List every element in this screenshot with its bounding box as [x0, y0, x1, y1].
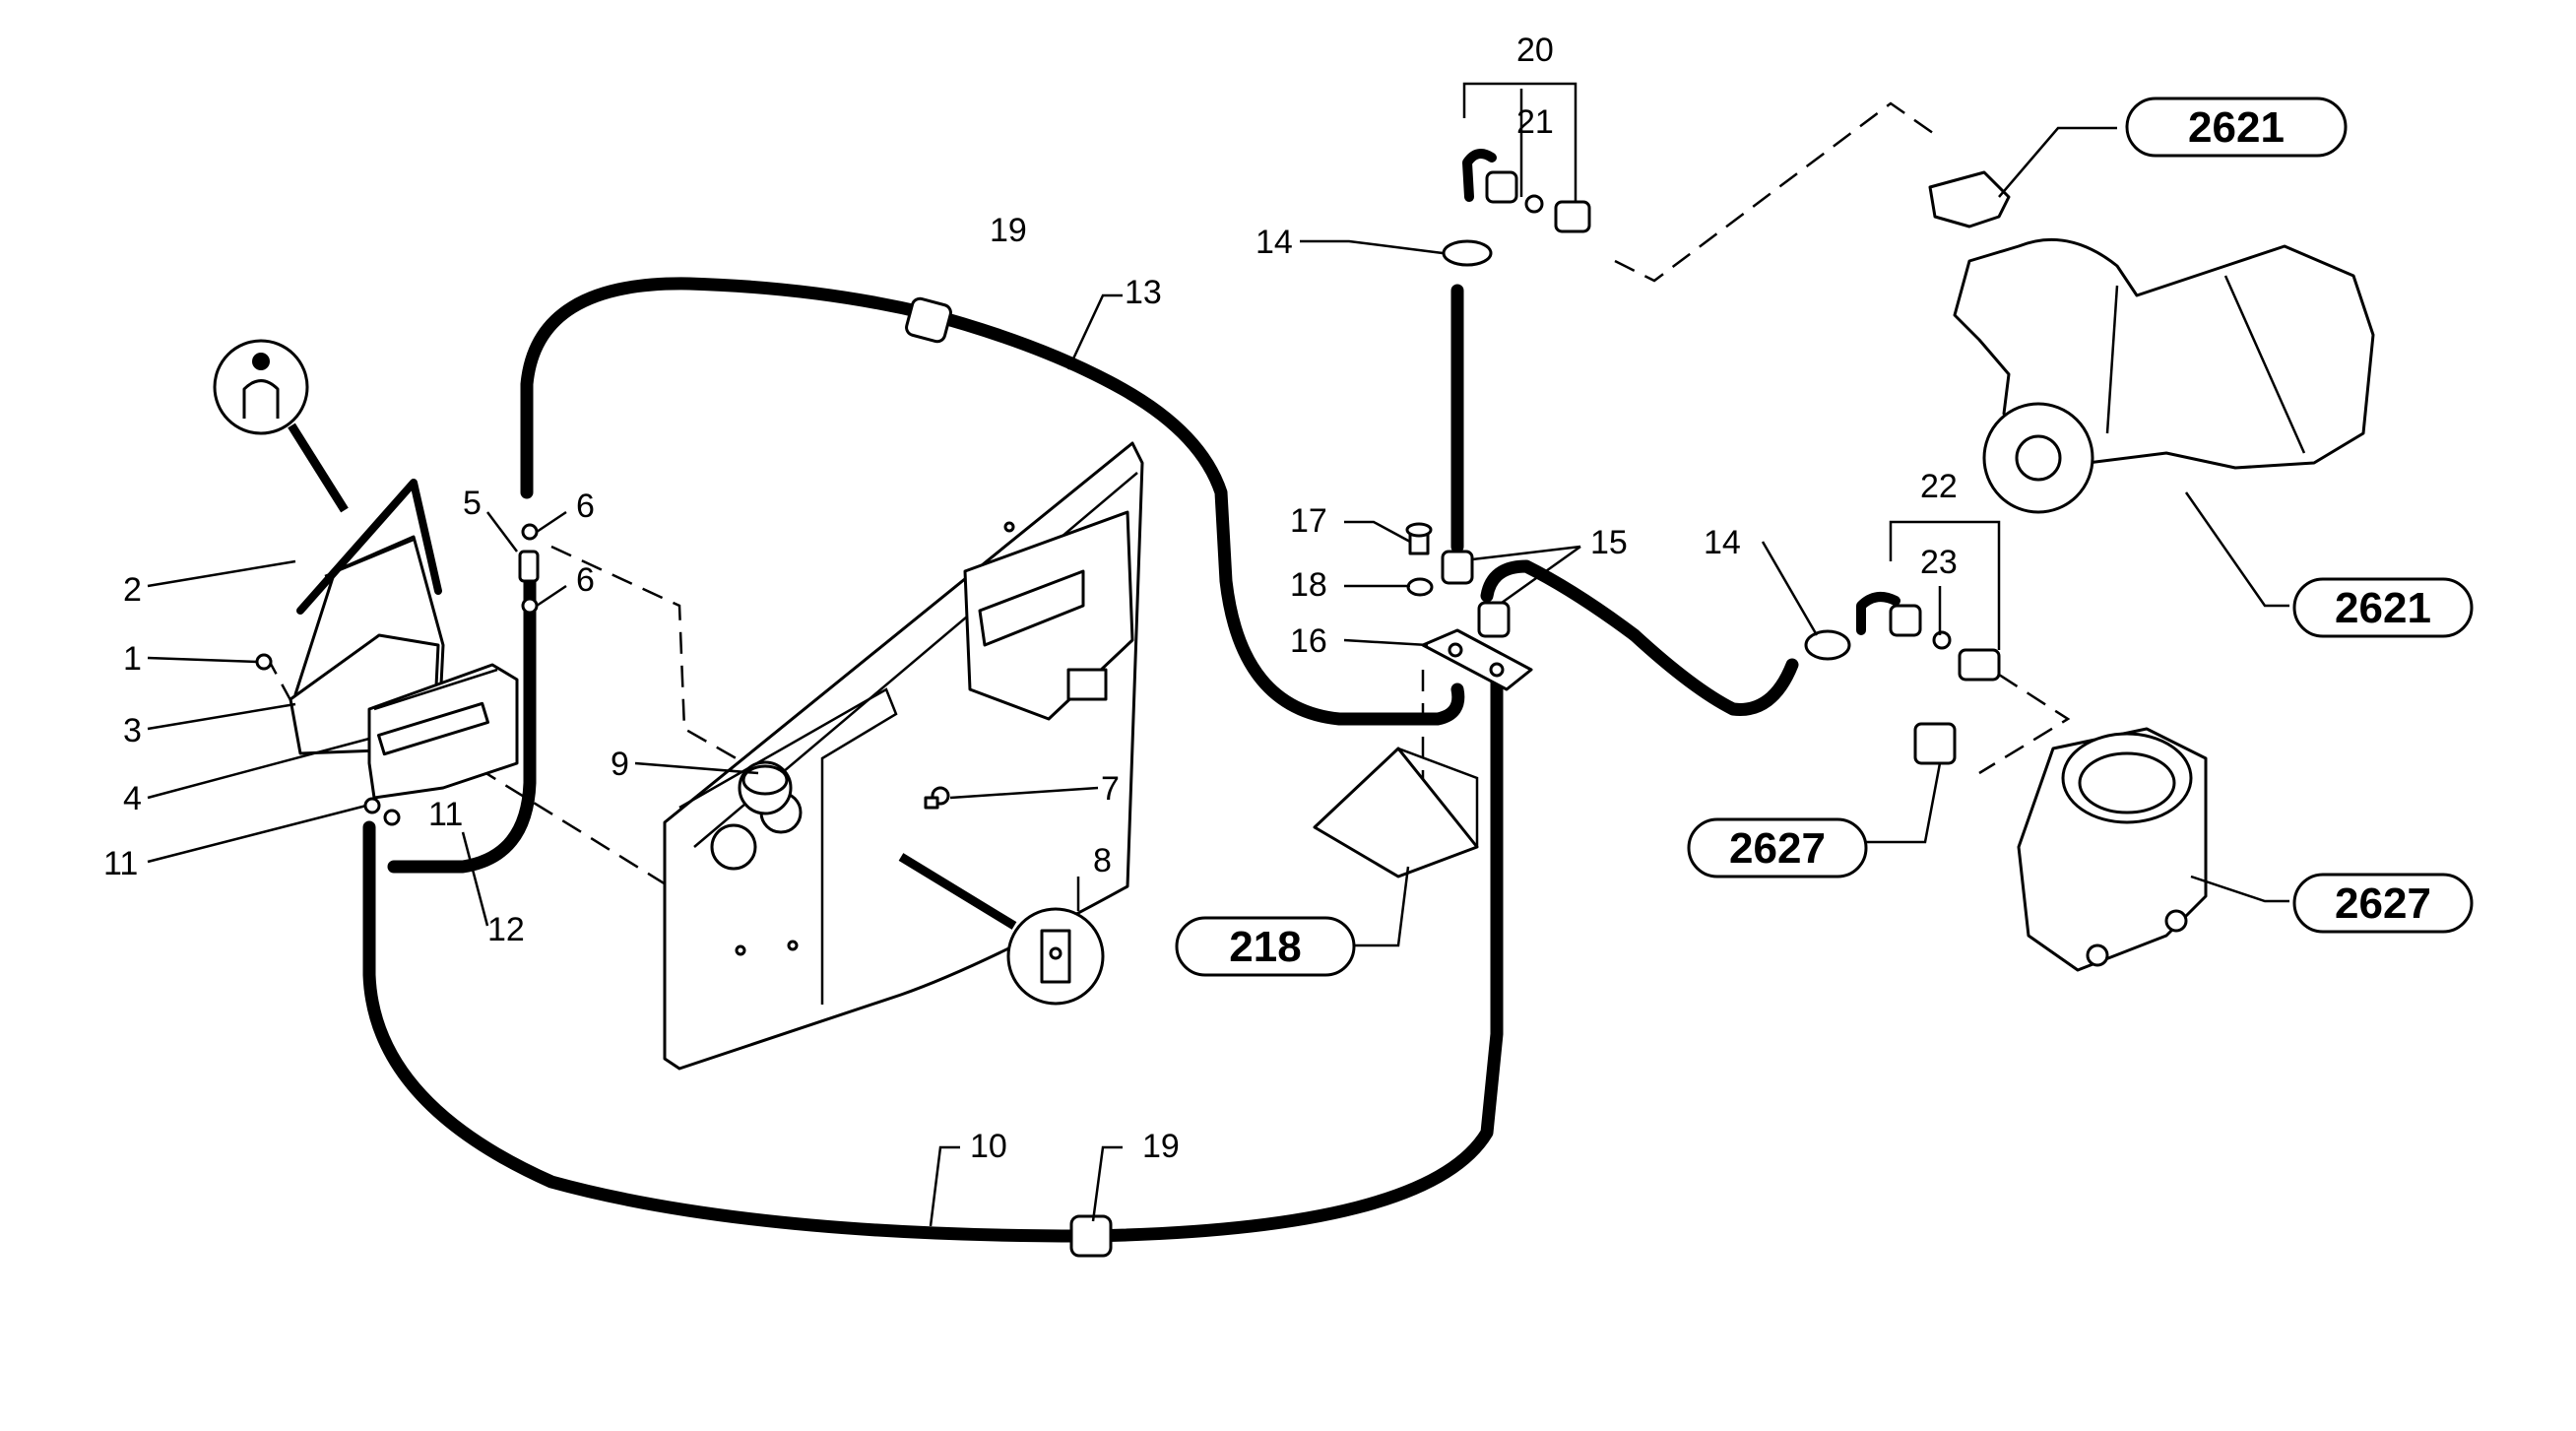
hose-sleeve-19-top — [905, 296, 952, 344]
callout-9: 9 — [611, 746, 629, 783]
plate-218 — [1313, 747, 1479, 878]
callout-5: 5 — [463, 485, 482, 522]
svg-text:2621: 2621 — [2188, 103, 2285, 152]
clamp-14-top — [1442, 239, 1493, 267]
fitting-22-23 — [1856, 592, 2001, 765]
callout-17: 17 — [1290, 502, 1327, 540]
callout-11-left: 11 — [103, 845, 138, 882]
callout-22: 22 — [1920, 468, 1958, 505]
hose-12 — [387, 574, 537, 874]
screw-1 — [255, 653, 273, 671]
reference-2621-top[interactable]: 2621 — [2125, 97, 2348, 158]
reference-218[interactable]: 218 — [1175, 916, 1356, 977]
callout-3: 3 — [123, 712, 142, 749]
reference-2627-right[interactable]: 2627 — [2292, 873, 2474, 934]
washer-18 — [1406, 577, 1434, 597]
callout-21: 21 — [1516, 103, 1554, 141]
callout-16: 16 — [1290, 622, 1327, 660]
hose-10 — [362, 673, 1504, 1243]
connector-5 — [518, 550, 540, 583]
water-pump-2621 — [1928, 170, 2375, 514]
hose-right-branch — [1480, 559, 1799, 716]
dashed-lines — [264, 101, 2071, 938]
callout-4: 4 — [123, 780, 142, 817]
fitting-20-21 — [1462, 149, 1591, 233]
callout-13: 13 — [1125, 274, 1162, 311]
callout-14-top: 14 — [1256, 224, 1293, 261]
svg-text:218: 218 — [1229, 923, 1301, 971]
bracket-16 — [1421, 628, 1533, 691]
screw-7 — [924, 786, 950, 810]
callout-15: 15 — [1590, 524, 1628, 561]
clamp-14-right — [1804, 629, 1851, 661]
callout-11-right: 11 — [428, 796, 463, 833]
svg-text:2627: 2627 — [1729, 824, 1826, 873]
callout-6-bottom: 6 — [576, 561, 595, 599]
hose-13 — [520, 277, 1465, 726]
info-person-icon — [213, 339, 349, 513]
decal-8-icon — [898, 853, 1105, 1006]
thermostat-housing-2627 — [2017, 727, 2208, 972]
reference-2627-left[interactable]: 2627 — [1687, 817, 1868, 878]
callout-1: 1 — [123, 640, 142, 678]
callout-8: 8 — [1093, 842, 1112, 879]
hose-sleeve-19-bottom — [1069, 1214, 1113, 1258]
knob-9 — [738, 760, 793, 815]
grommets-15 — [1441, 550, 1511, 638]
callouts: 2 1 3 4 11 11 5 6 6 9 7 8 12 13 19 19 10… — [103, 32, 1958, 1165]
leader-lines — [147, 82, 2289, 1227]
callout-7: 7 — [1101, 770, 1120, 808]
callout-10: 10 — [970, 1128, 1007, 1165]
callout-20: 20 — [1516, 32, 1554, 69]
bolt-17 — [1405, 522, 1433, 555]
fittings-11 — [363, 797, 401, 826]
callout-19-bottom: 19 — [1142, 1128, 1180, 1165]
callout-6-top: 6 — [576, 488, 595, 525]
callout-14-right: 14 — [1704, 524, 1741, 561]
callout-23: 23 — [1920, 544, 1958, 581]
callout-18: 18 — [1290, 566, 1327, 604]
svg-text:2627: 2627 — [2335, 879, 2431, 928]
reference-2621-bottom[interactable]: 2621 — [2292, 577, 2474, 638]
callout-12: 12 — [487, 911, 525, 948]
module-4 — [367, 663, 519, 800]
callout-2: 2 — [123, 571, 142, 609]
callout-19-top: 19 — [990, 212, 1027, 249]
svg-text:2621: 2621 — [2335, 584, 2431, 632]
